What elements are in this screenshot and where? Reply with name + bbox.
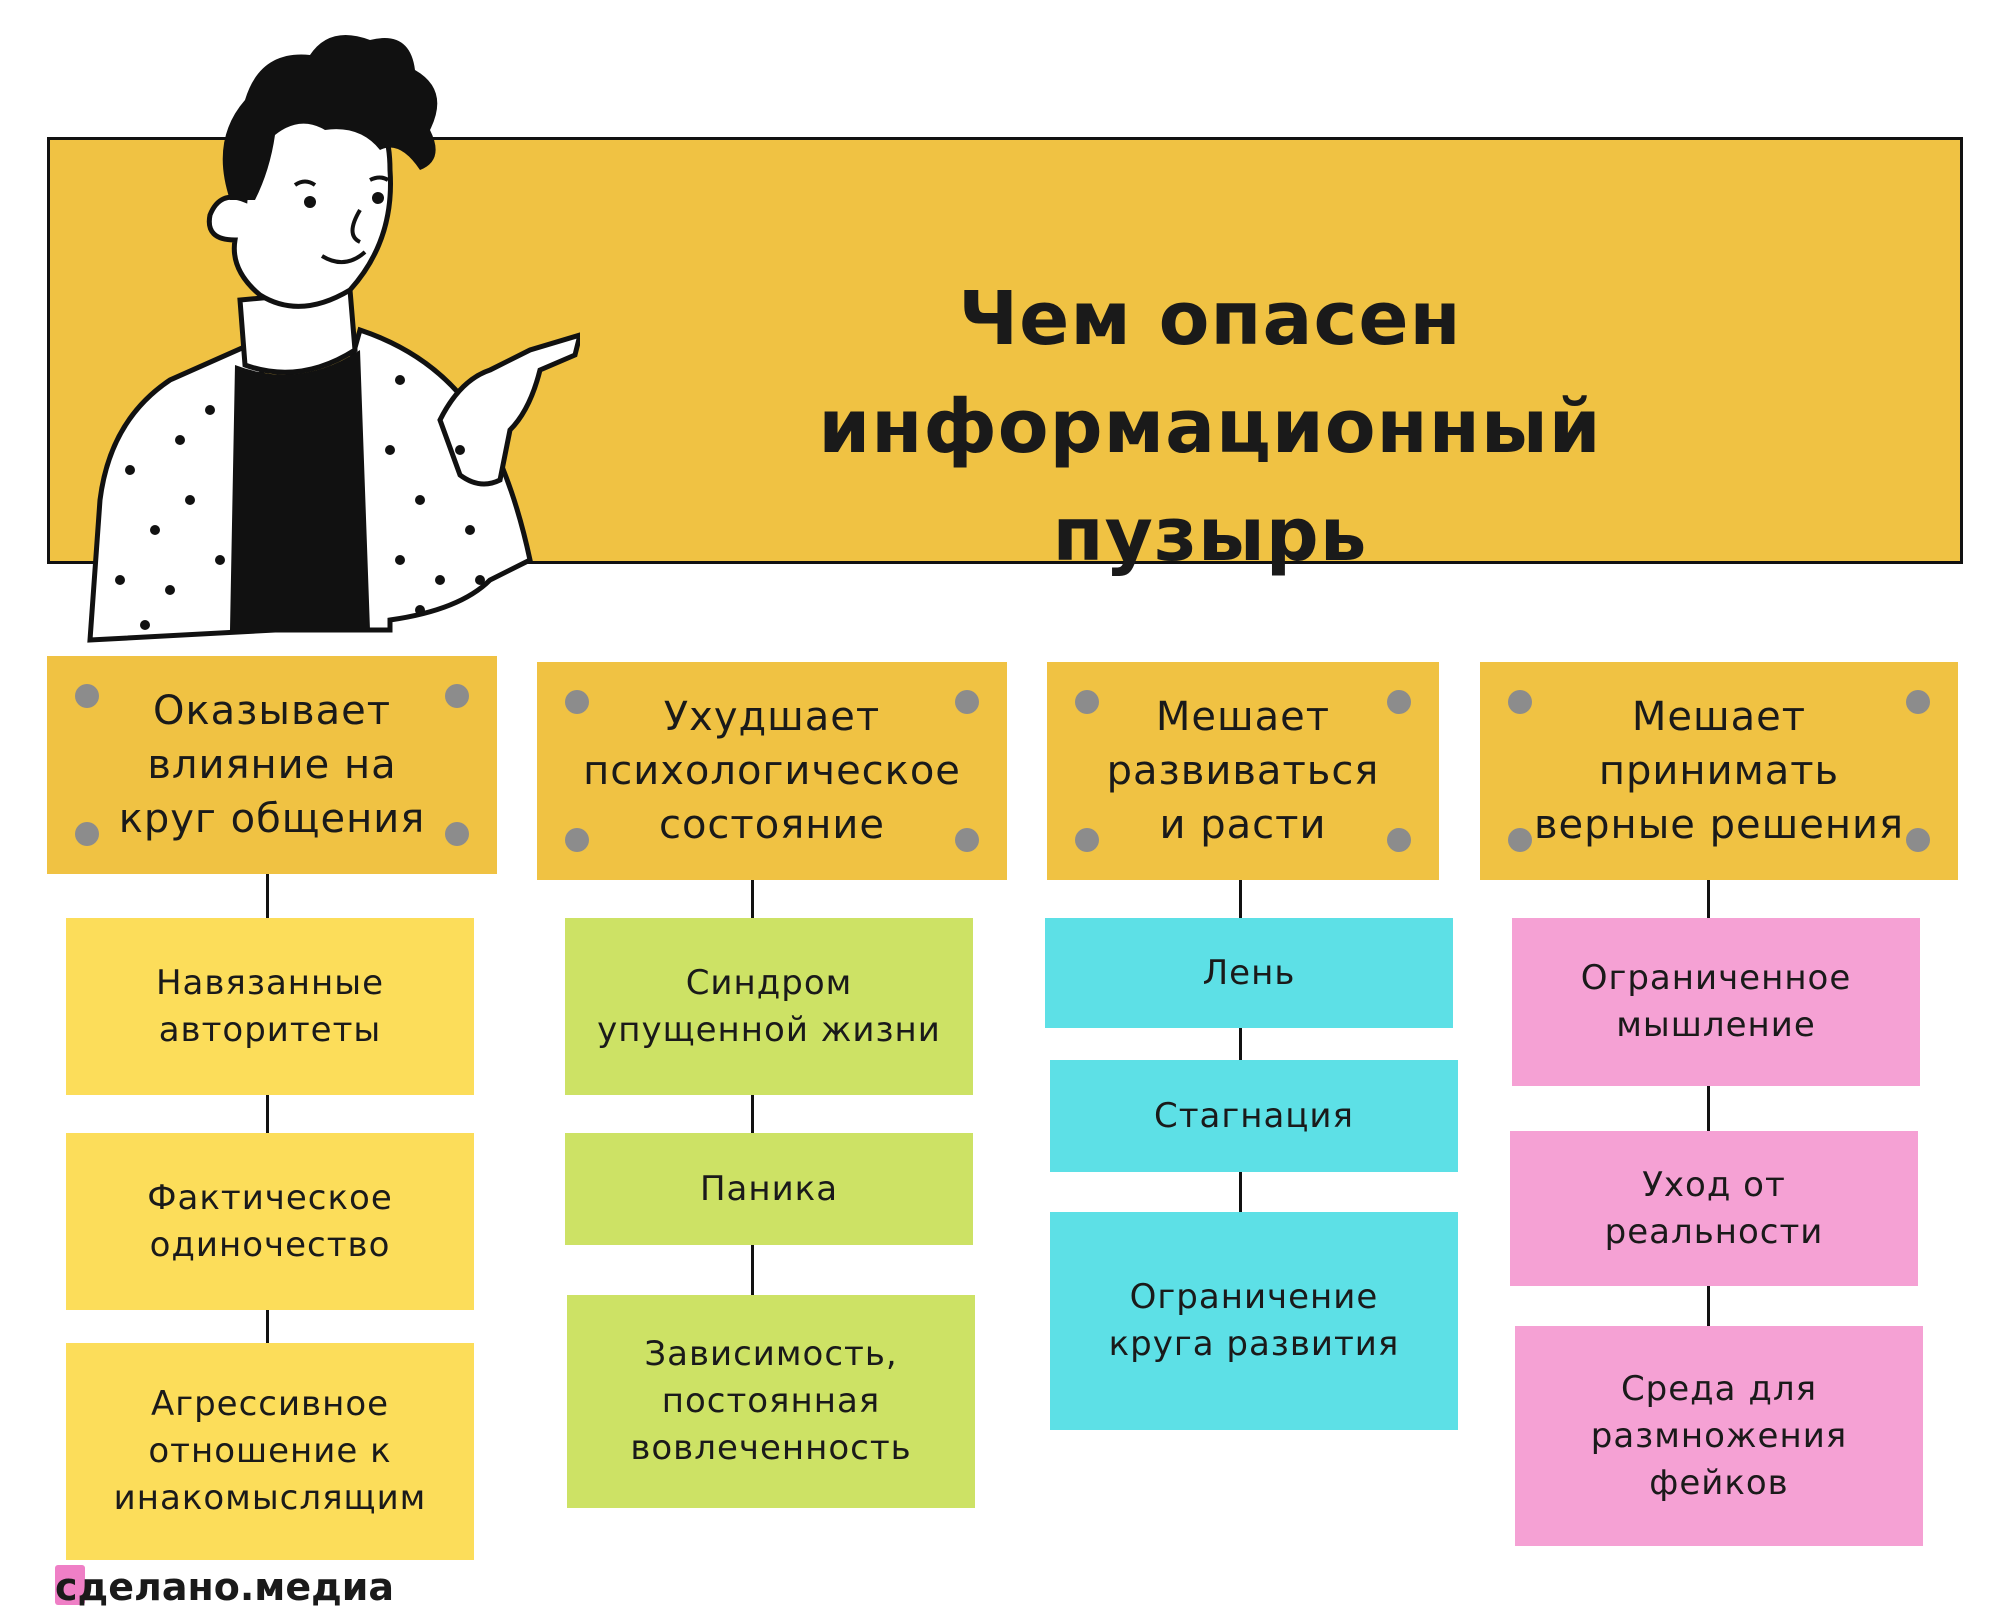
column-2-item-3: Зависимость, постоянная вовлеченность [567,1295,975,1508]
column-1-header-label: Оказывает влияние на круг общения [118,688,426,842]
pin-dot [1508,828,1532,852]
column-2-item-2: Паника [565,1133,973,1245]
pin-dot [75,822,99,846]
column-3-item-1: Лень [1045,918,1453,1028]
connector-line [1707,1086,1710,1131]
item-label: Навязанные авторитеты [155,962,385,1050]
connector-line [266,1095,269,1133]
column-1-item-3: Агрессивное отношение к инакомыслящим [66,1343,474,1560]
pin-dot [445,684,469,708]
connector-line [1239,880,1242,918]
item-label: Ограничение круга развития [1108,1277,1400,1364]
pin-dot [955,690,979,714]
title-line-2: информационный пузырь [818,384,1602,578]
column-3-item-2: Стагнация [1050,1060,1458,1172]
item-label: Уход от реальности [1604,1164,1824,1252]
connector-line [751,1095,754,1133]
item-label: Агрессивное отношение к инакомыслящим [113,1384,427,1518]
connector-line [1707,880,1710,918]
column-4-header: Мешает принимать верные решения [1480,662,1958,880]
connector-line [1239,1172,1242,1212]
connector-line [266,874,269,918]
column-2-header: Ухудшает психологическое состояние [537,662,1007,880]
brand-logo: сделано.медиа [55,1565,395,1609]
pin-dot [1075,828,1099,852]
pin-dot [1906,828,1930,852]
pin-dot [565,690,589,714]
item-label: Лень [1202,952,1296,993]
pin-dot [1906,690,1930,714]
connector-line [751,1245,754,1295]
column-2-header-label: Ухудшает психологическое состояние [583,694,961,848]
pin-dot [565,828,589,852]
connector-line [1239,1028,1242,1060]
item-label: Стагнация [1153,1095,1354,1136]
title-line-1: Чем опасен [958,276,1462,362]
column-3-header-label: Мешает развиваться и расти [1106,694,1380,848]
item-label: Фактическое одиночество [147,1177,393,1265]
pin-dot [1075,690,1099,714]
column-3-item-3: Ограничение круга развития [1050,1212,1458,1430]
person-pointing-illustration [87,35,580,643]
column-1-header: Оказывает влияние на круг общения [47,656,497,874]
pin-dot [1508,690,1532,714]
item-label: Зависимость, постоянная вовлеченность [630,1334,912,1468]
connector-line [1707,1286,1710,1326]
item-label: Синдром упущенной жизни [597,962,941,1050]
column-4-item-2: Уход от реальности [1510,1131,1918,1286]
item-label: Среда для размножения фейков [1590,1368,1848,1503]
page-title: Чем опасен информационный пузырь [660,265,1760,589]
pin-dot [955,828,979,852]
column-3-header: Мешает развиваться и расти [1047,662,1439,880]
logo-mark [55,1565,85,1605]
column-4-item-1: Ограниченное мышление [1512,918,1920,1086]
column-1-item-2: Фактическое одиночество [66,1133,474,1310]
pin-dot [1387,690,1411,714]
column-4-header-label: Мешает принимать верные решения [1533,694,1905,848]
column-4-item-3: Среда для размножения фейков [1515,1326,1923,1546]
column-1-item-1: Навязанные авторитеты [66,918,474,1095]
pin-dot [445,822,469,846]
item-label: Паника [699,1168,839,1209]
pin-dot [75,684,99,708]
column-2-item-1: Синдром упущенной жизни [565,918,973,1095]
connector-line [751,880,754,918]
pin-dot [1387,828,1411,852]
item-label: Ограниченное мышление [1580,958,1852,1045]
connector-line [266,1310,269,1343]
